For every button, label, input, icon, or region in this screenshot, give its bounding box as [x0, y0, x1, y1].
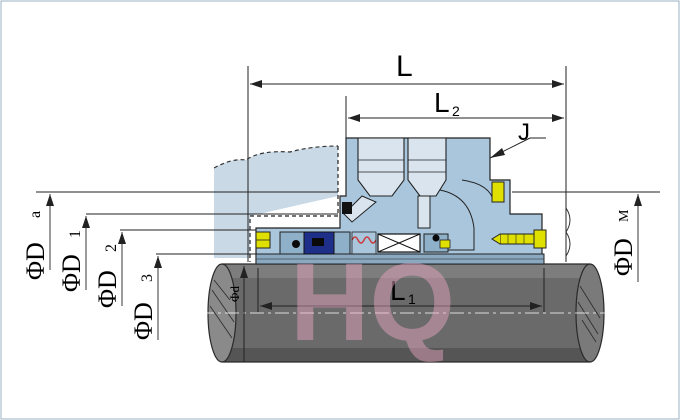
label-L2: L	[434, 87, 450, 118]
screw-top	[491, 181, 505, 203]
label-phi-DM: ΦD	[609, 238, 638, 276]
dimension-L1: L 1	[257, 268, 545, 312]
label-phi-D3: ΦD	[129, 302, 158, 340]
label-L2-sub: 2	[452, 103, 460, 119]
label-L: L	[396, 50, 413, 83]
label-phi-D2-sub: 2	[103, 244, 120, 252]
label-phi-D1-sub: 1	[67, 230, 84, 238]
dimension-L: L	[247, 50, 567, 262]
shaft-sleeve	[255, 253, 545, 265]
label-phi-D2: ΦD	[93, 270, 122, 308]
left-diameter-leaders: ΦD a ΦD 1 ΦD 2 ΦD 3	[21, 191, 338, 340]
label-phi-DM-sub: M	[617, 209, 632, 222]
dimension-phi-d: Φd	[227, 266, 248, 362]
watermark-logo: HQ	[290, 241, 455, 364]
o-ring-right	[432, 234, 440, 242]
dimension-J: J	[489, 119, 546, 159]
label-L1-sub: 1	[408, 291, 416, 307]
flush-port-left	[357, 137, 405, 197]
rotating-assembly	[279, 231, 451, 255]
label-phi-D3-sub: 3	[139, 274, 156, 282]
label-phi-Da: ΦD	[21, 242, 50, 280]
label-phi-d: Φd	[227, 285, 242, 302]
spring	[351, 236, 377, 244]
label-phi-D1: ΦD	[57, 254, 86, 292]
label-L1: L	[390, 275, 406, 306]
right-diameter-leader: ΦD M	[512, 191, 660, 282]
o-ring-left	[292, 240, 300, 248]
dimension-L2: L 2	[345, 87, 564, 138]
label-phi-Da-sub: a	[27, 211, 44, 218]
label-J: J	[518, 119, 530, 146]
set-screws	[255, 181, 547, 249]
gland-gasket	[342, 202, 352, 214]
flush-port-right	[407, 137, 447, 197]
